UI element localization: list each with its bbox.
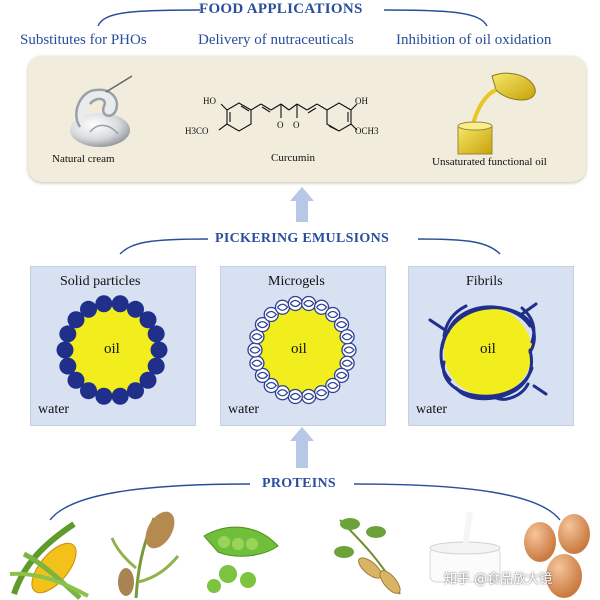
microgel-network bbox=[341, 333, 353, 341]
arrow-to-applications-head bbox=[290, 187, 314, 201]
microgel-particle bbox=[254, 316, 271, 333]
solid-particle bbox=[111, 295, 129, 313]
microgel-network bbox=[276, 389, 289, 397]
solid-particle bbox=[139, 311, 157, 329]
microgel-network bbox=[336, 371, 348, 380]
microgel-particle bbox=[263, 377, 279, 394]
proteins-bracket bbox=[49, 483, 561, 521]
solid-particle bbox=[127, 382, 144, 400]
curcumin-group-ho: HO bbox=[203, 96, 216, 106]
caption-curcumin: Curcumin bbox=[271, 152, 315, 164]
oil-pour-icon bbox=[457, 72, 536, 155]
solid-particle bbox=[80, 300, 97, 318]
curcumin-group-och3: OCH3 bbox=[355, 126, 379, 136]
curcumin-group-h3co: H3CO bbox=[185, 126, 209, 136]
caption-functional-oil: Unsaturated functional oil bbox=[432, 156, 547, 168]
solid-particles-droplet bbox=[56, 295, 168, 405]
pickering-title: PICKERING EMULSIONS bbox=[215, 231, 390, 246]
solid-particle bbox=[147, 325, 165, 343]
microgel-network bbox=[289, 392, 302, 401]
solid-particle bbox=[147, 357, 165, 375]
pea-icon bbox=[203, 526, 279, 593]
egg-icon bbox=[524, 514, 590, 598]
food-applications-bracket bbox=[97, 9, 488, 27]
solid-particle bbox=[139, 371, 157, 389]
microgel-network bbox=[343, 346, 355, 354]
microgel-network bbox=[336, 320, 348, 329]
microgel-network bbox=[327, 310, 339, 319]
water-label-1: water bbox=[38, 402, 70, 417]
header-nutraceuticals: Delivery of nutraceuticals bbox=[198, 32, 354, 48]
microgel-network bbox=[289, 299, 302, 308]
solid-particle bbox=[59, 325, 77, 343]
arrow-to-applications bbox=[296, 200, 308, 222]
microgel-network bbox=[251, 359, 263, 367]
solid-particle bbox=[127, 300, 144, 318]
millet-icon bbox=[110, 511, 180, 599]
proteins-title: PROTEINS bbox=[262, 476, 336, 491]
microgel-particle bbox=[313, 299, 330, 315]
solid-particle bbox=[59, 357, 77, 375]
solid-particle bbox=[95, 295, 113, 313]
microgel-network bbox=[251, 333, 263, 341]
microgels-label: Microgels bbox=[268, 274, 325, 289]
microgel-network bbox=[316, 303, 328, 311]
milk-icon bbox=[429, 512, 501, 583]
microgel-particle bbox=[333, 367, 350, 384]
microgel-particle bbox=[325, 377, 341, 394]
curcumin-group-o-right: O bbox=[293, 120, 300, 130]
solid-particle bbox=[80, 382, 97, 400]
solid-particles-label: Solid particles bbox=[60, 274, 141, 289]
curcumin-group-o-left: O bbox=[277, 120, 284, 130]
fibrils-droplet bbox=[428, 302, 548, 401]
microgel-particle bbox=[274, 385, 291, 401]
solid-particle bbox=[111, 387, 129, 405]
oil-label-1: oil bbox=[104, 341, 120, 357]
cream-icon bbox=[70, 75, 133, 147]
curcumin-group-oh: OH bbox=[355, 96, 368, 106]
water-label-2: water bbox=[228, 402, 260, 417]
microgel-network bbox=[265, 381, 278, 390]
pickering-bracket bbox=[119, 238, 501, 255]
watermark: 知乎 @食品放大镜 bbox=[444, 572, 553, 587]
header-phos: Substitutes for PHOs bbox=[20, 32, 147, 48]
fibrils-label: Fibrils bbox=[466, 274, 503, 289]
header-oxidation: Inhibition of oil oxidation bbox=[396, 32, 552, 48]
peanut-icon bbox=[334, 518, 401, 595]
microgel-network bbox=[303, 392, 315, 401]
solid-particle bbox=[95, 387, 113, 405]
curcumin-structure: HO H3CO O O OH OCH3 bbox=[185, 96, 379, 136]
microgel-network bbox=[249, 346, 261, 354]
microgel-network bbox=[265, 310, 278, 319]
food-applications-title: FOOD APPLICATIONS bbox=[199, 1, 363, 17]
microgels-droplet bbox=[247, 295, 357, 405]
microgel-network bbox=[341, 359, 353, 367]
solid-particle bbox=[56, 341, 74, 359]
corn-icon bbox=[9, 521, 89, 600]
solid-particle bbox=[67, 371, 85, 389]
arrow-to-emulsions-head bbox=[290, 427, 314, 441]
solid-particle bbox=[67, 311, 85, 329]
microgel-particle bbox=[263, 306, 279, 323]
microgel-particle bbox=[325, 306, 341, 323]
oil-label-2: oil bbox=[291, 341, 307, 357]
microgel-network bbox=[316, 389, 328, 397]
oil-label-3: oil bbox=[480, 341, 496, 357]
water-label-3: water bbox=[416, 402, 448, 417]
microgel-network bbox=[303, 299, 315, 308]
microgel-network bbox=[256, 371, 269, 380]
microgel-particle bbox=[339, 329, 355, 345]
microgel-network bbox=[256, 320, 269, 329]
arrow-to-emulsions bbox=[296, 440, 308, 468]
solid-particle bbox=[150, 341, 168, 359]
caption-natural-cream: Natural cream bbox=[52, 153, 115, 165]
microgel-network bbox=[276, 303, 289, 311]
microgel-network bbox=[327, 381, 339, 390]
